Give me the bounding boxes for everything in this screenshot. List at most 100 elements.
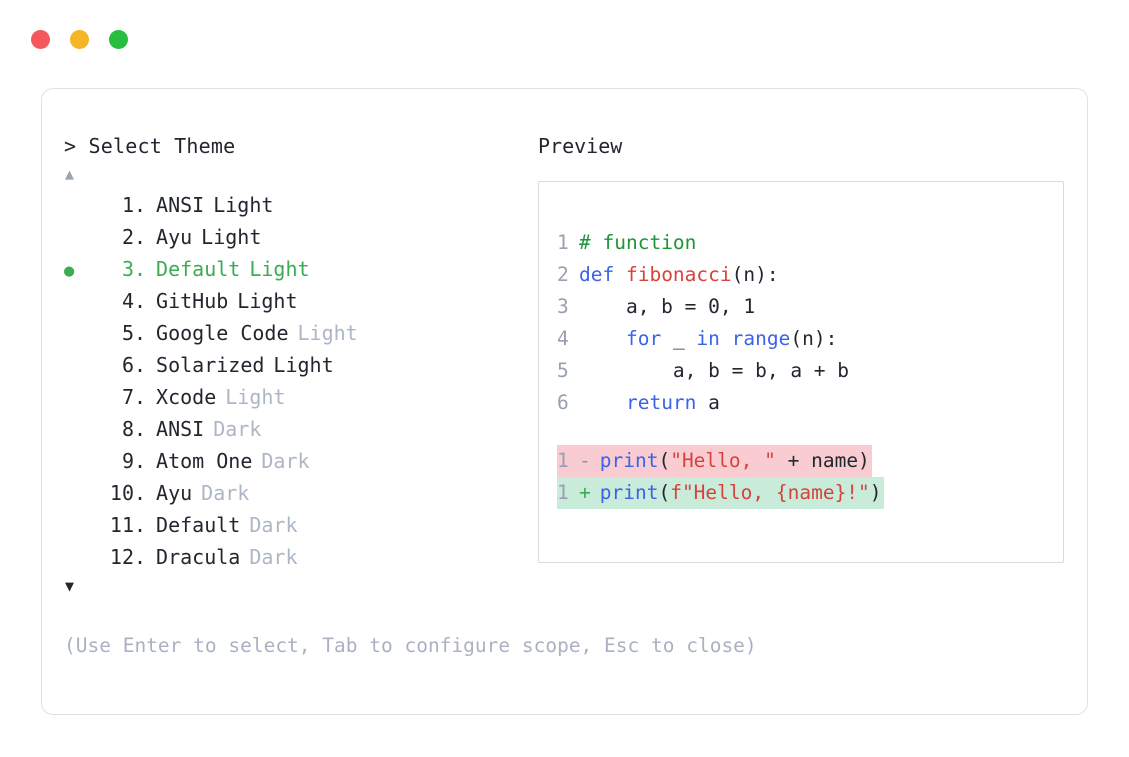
keyboard-hint: (Use Enter to select, Tab to configure s… [64,634,757,657]
maximize-window-button[interactable] [109,30,128,49]
theme-item-name: Ayu [156,225,193,249]
theme-item-index: 12 [109,545,134,569]
selected-bullet-icon: ● [64,261,75,281]
code-line-text: a, b = b, a + b [579,355,849,387]
page-title: Select Theme [88,134,236,158]
selected-bullet-icon: ● [64,223,90,255]
code-token [579,391,626,414]
card-body: > Select Theme ▲ ●1.ANSILight●2.AyuLight… [42,89,1087,714]
theme-item-variant: Light [273,353,334,377]
theme-item-index: 10 [109,481,134,505]
code-token: (n): [790,327,838,350]
code-token: return [625,391,709,414]
theme-item-index: 5 [121,321,134,345]
scroll-up-icon[interactable]: ▲ [65,165,75,183]
theme-item-index: 6 [121,353,134,377]
theme-item-name: Default [156,513,241,537]
theme-item-variant: Dark [249,513,298,537]
code-line: 4 for _ in range(n): [557,323,1063,355]
code-line: 5 a, b = b, a + b [557,355,1063,387]
theme-item-variant: Light [297,321,358,345]
preview-title: Preview [538,134,623,158]
theme-item-name: Xcode [156,385,217,409]
theme-item-name: Atom One [156,449,253,473]
code-token: for [625,327,673,350]
theme-item-name: ANSI [156,193,205,217]
theme-item-name: ANSI [156,417,205,441]
selected-bullet-icon: ● [64,191,90,223]
code-token [579,327,626,350]
diff-sign: + [579,481,591,504]
code-token: in [696,327,732,350]
selected-bullet-icon: ● [64,447,90,479]
code-line: 6 return a [557,387,1063,419]
selected-bullet-icon: ● [64,479,90,511]
diff-line-del: 1-print("Hello, " + name) [557,445,1063,477]
theme-item-name: Solarized [156,353,265,377]
code-token: fibonacci [625,263,732,286]
theme-item-index-suffix: . [134,353,147,377]
theme-list-item[interactable]: ● 6. Solarized Light [64,349,534,381]
code-token: a [708,391,720,414]
theme-item-variant: Light [237,289,298,313]
theme-item-index: 9 [121,449,134,473]
theme-item-variant: Dark [249,545,298,569]
theme-list: ●1.ANSILight●2.AyuLight●3.DefaultLight●4… [64,189,534,573]
selected-bullet-icon: ● [64,351,90,383]
theme-item-name: Default [156,257,241,281]
close-window-button[interactable] [31,30,50,49]
minimize-window-button[interactable] [70,30,89,49]
code-line-text: for _ in range(n): [579,323,837,355]
selected-bullet-icon: ● [64,383,90,415]
theme-item-variant: Light [249,257,310,281]
selected-bullet-icon: ● [64,511,90,543]
theme-item-variant: Dark [201,481,250,505]
theme-item-index-suffix: . [134,257,147,281]
theme-item-index-suffix: . [134,385,147,409]
code-token: ( [658,449,671,472]
theme-item-index: 4 [121,289,134,313]
code-line-number: 1 [557,231,569,254]
diff-line-number: 1 [557,477,579,509]
code-token: print [599,481,659,504]
theme-item-name: GitHub [156,289,229,313]
theme-item-index-suffix: . [134,513,147,537]
code-line-text: a, b = 0, 1 [579,291,755,323]
code-token: + name) [775,449,870,472]
code-token: "Hello, " [670,449,776,472]
code-token: ) [869,481,882,504]
selected-bullet-icon: ● [64,415,90,447]
theme-item-name: Dracula [156,545,241,569]
theme-item-variant: Light [213,193,274,217]
prompt-line: > Select Theme [64,133,534,159]
code-token: f"Hello, {name}!" [670,481,870,504]
code-line: 3 a, b = 0, 1 [557,291,1063,323]
code-token: a, b = b, a + b [579,359,850,382]
scroll-down-icon[interactable]: ▼ [65,577,75,595]
theme-item-index: 1 [121,193,134,217]
diff-line-add: 1+print(f"Hello, {name}!") [557,477,1063,509]
theme-item-variant: Light [225,385,286,409]
code-line-text: return a [579,387,720,419]
code-token: # function [579,231,697,254]
diff-sign: - [579,449,591,472]
code-token: def [579,263,626,286]
theme-item-index-suffix: . [134,225,147,249]
code-line-number: 4 [557,327,569,350]
theme-item-index-suffix: . [134,417,147,441]
code-line-number: 3 [557,295,569,318]
code-line-number: 6 [557,391,569,414]
